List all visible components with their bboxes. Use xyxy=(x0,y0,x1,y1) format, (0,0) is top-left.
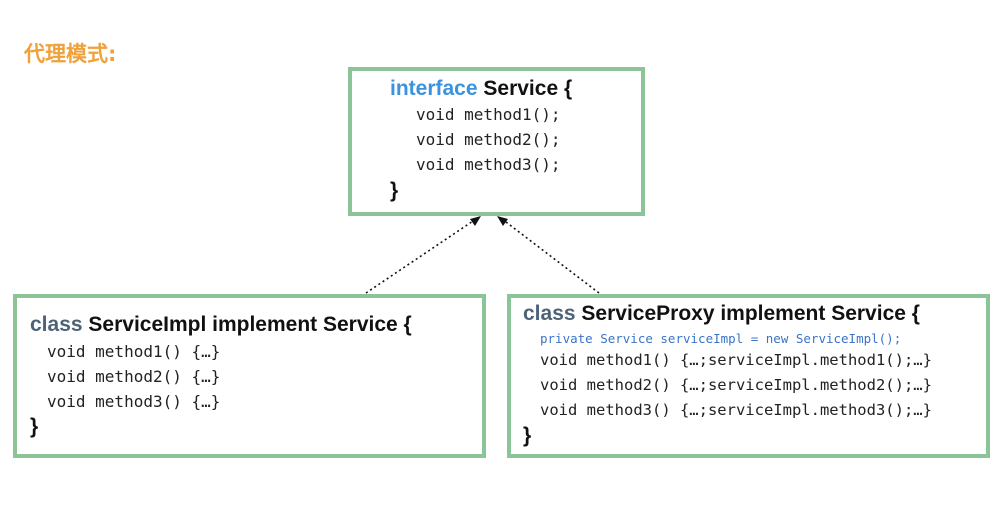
interface-keyword: interface xyxy=(390,77,478,100)
interface-service-box: interface Service { void method1(); void… xyxy=(348,67,645,216)
proxy-name: ServiceProxy implement Service { xyxy=(581,302,920,325)
proxy-close-brace: } xyxy=(523,424,532,447)
proxy-method-1: void method1() {…;serviceImpl.method1();… xyxy=(540,351,932,369)
impl-method-3: void method3() {…} xyxy=(47,392,221,411)
impl-method-2: void method2() {…} xyxy=(47,367,221,386)
service-impl-box: class ServiceImpl implement Service { vo… xyxy=(13,294,486,458)
impl-name: ServiceImpl implement Service { xyxy=(88,313,412,336)
proxy-keyword: class xyxy=(523,302,576,325)
impl-to-interface-arrow-line xyxy=(365,218,477,294)
interface-header: interface Service { xyxy=(390,77,572,101)
impl-to-interface-arrowhead xyxy=(470,216,481,226)
proxy-header: class ServiceProxy implement Service { xyxy=(523,302,920,326)
service-proxy-box: class ServiceProxy implement Service { p… xyxy=(507,294,990,458)
interface-method-3: void method3(); xyxy=(416,155,561,174)
page-title: 代理模式: xyxy=(24,42,117,66)
interface-name: Service { xyxy=(483,77,573,100)
proxy-to-interface-arrow-line xyxy=(501,218,600,294)
impl-header: class ServiceImpl implement Service { xyxy=(30,313,412,337)
impl-close-brace: } xyxy=(30,415,39,438)
proxy-to-interface-arrowhead xyxy=(497,216,508,226)
proxy-field-declaration: private Service serviceImpl = new Servic… xyxy=(540,331,902,346)
impl-keyword: class xyxy=(30,313,83,336)
impl-method-1: void method1() {…} xyxy=(47,342,221,361)
proxy-method-2: void method2() {…;serviceImpl.method2();… xyxy=(540,376,932,394)
proxy-method-3: void method3() {…;serviceImpl.method3();… xyxy=(540,401,932,419)
interface-close-brace: } xyxy=(390,179,399,202)
interface-method-1: void method1(); xyxy=(416,105,561,124)
interface-method-2: void method2(); xyxy=(416,130,561,149)
